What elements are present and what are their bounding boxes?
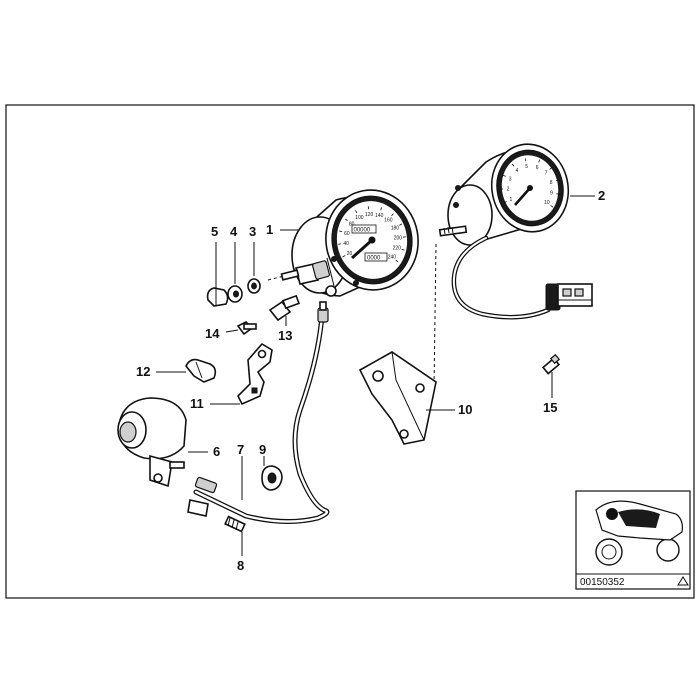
speed-sensor[interactable] — [117, 397, 187, 488]
speedo-scale-label: 140 — [375, 213, 384, 219]
fastening-screw[interactable] — [224, 515, 246, 533]
odometer-display — [351, 224, 377, 234]
callout-12: 12 — [136, 364, 150, 379]
odometer-digits: 00000 — [354, 228, 371, 234]
tachometer-wiring — [451, 235, 593, 320]
tacho-scale-label: 4 — [516, 168, 519, 174]
speedo-scale-label: 160 — [384, 218, 393, 224]
speedo-scale-tick — [342, 255, 346, 258]
motorcycle-icon — [595, 500, 683, 566]
tacho-scale-label: 5 — [525, 164, 528, 170]
callout-5: 5 — [211, 224, 218, 239]
tacho-scale-tick — [556, 193, 560, 195]
callout-13: 13 — [278, 328, 292, 343]
speedo-scale-label: 240 — [388, 255, 397, 261]
speedo-scale-tick — [339, 230, 343, 233]
speedo-scale-tick — [399, 223, 403, 226]
speedo-scale-tick — [355, 210, 358, 214]
speedo-scale-label: 40 — [343, 241, 349, 247]
tacho-scale-tick — [502, 174, 506, 177]
speedo-scale-tick — [345, 218, 348, 222]
speedo-scale-label: 100 — [355, 215, 364, 221]
speedo-scale-label: 220 — [393, 246, 402, 252]
callout-15: 15 — [543, 400, 557, 415]
hex-screw[interactable] — [236, 321, 257, 336]
speedo-scale-label: 200 — [394, 235, 403, 241]
callout-1: 1 — [266, 222, 273, 237]
cap-nut[interactable] — [206, 287, 229, 307]
callout-2: 2 — [598, 188, 605, 203]
washer[interactable] — [227, 285, 243, 303]
tacho-scale-tick — [549, 167, 553, 170]
tacho-scale-label: 7 — [545, 171, 548, 177]
holder-bracket[interactable] — [237, 342, 273, 406]
callout-9: 9 — [259, 442, 266, 457]
tacho-scale-label: 1 — [510, 197, 513, 203]
callout-4: 4 — [230, 224, 238, 239]
callout-3: 3 — [249, 224, 256, 239]
diagram-frame — [5, 104, 695, 599]
tacho-scale-tick — [550, 205, 554, 208]
speedo-scale-label: 60 — [344, 231, 350, 237]
tacho-scale-label: 10 — [544, 200, 550, 206]
tacho-scale-label: 2 — [507, 187, 510, 193]
tacho-scale-tick — [503, 201, 507, 204]
callout-labels: 1 2 3 4 5 6 7 8 9 10 11 12 13 14 15 — [136, 188, 605, 573]
speedo-scale-tick — [401, 248, 405, 251]
callout-7: 7 — [237, 442, 244, 457]
sleeve-adapter[interactable] — [268, 294, 300, 322]
cable-clamp — [187, 499, 209, 517]
callout-11: 11 — [190, 396, 204, 411]
cable-clip[interactable] — [185, 358, 217, 383]
tacho-scale-label: 3 — [509, 176, 512, 182]
tacho-scale-label: 9 — [550, 190, 553, 196]
location-thumbnail[interactable]: 00150352 — [575, 490, 691, 590]
speedometer[interactable]: 20406080100120140160180200220240 00000 0… — [291, 183, 426, 297]
grommet[interactable] — [247, 278, 261, 294]
speedo-scale-tick — [380, 207, 382, 211]
tacho-scale-tick — [555, 179, 560, 182]
instrument-bracket[interactable] — [358, 351, 437, 445]
tachometer[interactable]: 12 345 678 910 — [438, 137, 577, 246]
trip-display — [364, 252, 388, 262]
speedo-scale-label: 180 — [391, 226, 400, 232]
callout-6: 6 — [213, 444, 220, 459]
callout-10: 10 — [458, 402, 472, 417]
speedo-scale-tick — [395, 259, 399, 263]
bulb-socket[interactable] — [541, 353, 561, 375]
diagram-number: 00150352 — [580, 577, 625, 588]
trip-digits: 0000 — [367, 256, 381, 262]
speedometer-cable[interactable] — [193, 301, 330, 525]
tacho-scale-label: 8 — [550, 180, 553, 186]
speedo-scale-tick — [391, 213, 394, 217]
location-marker — [606, 508, 618, 520]
spring-clip[interactable] — [261, 465, 283, 491]
warning-triangle-icon — [677, 576, 689, 586]
tacho-scale-label: 6 — [536, 165, 539, 171]
callout-14: 14 — [205, 326, 220, 341]
callout-8: 8 — [237, 558, 244, 573]
speedo-scale-label: 120 — [365, 212, 374, 218]
tacho-scale-tick — [538, 159, 541, 163]
speedo-scale-label: 20 — [347, 251, 353, 257]
tacho-scale-tick — [511, 163, 515, 167]
